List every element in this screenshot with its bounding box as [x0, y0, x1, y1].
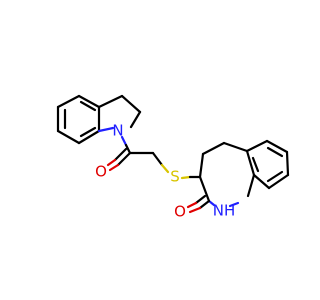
- atom-o-ketone: O: [95, 163, 107, 181]
- bond: [245, 149, 256, 177]
- lactam-carbonyl-double: [194, 194, 207, 205]
- benzazepinone-ring: [186, 141, 256, 214]
- indoline-pyrrolidine-ring: [97, 94, 142, 133]
- bond: [120, 94, 142, 114]
- bond: [246, 173, 256, 198]
- double-bond-inner: [266, 146, 284, 158]
- bond-n-to-carbonyl: [124, 143, 132, 155]
- bond-to-nh: [228, 201, 240, 208]
- nh-label: NH: [213, 202, 236, 220]
- bond-n-to-carbonyl: [120, 135, 128, 147]
- bond: [77, 129, 101, 145]
- bond: [265, 139, 289, 154]
- bond: [129, 110, 142, 129]
- bond: [252, 173, 271, 190]
- bond: [97, 94, 124, 109]
- bond: [267, 173, 290, 190]
- atom-o-lactam: O: [174, 203, 186, 221]
- lactam-carbonyl: [198, 199, 211, 210]
- double-bond-inner: [79, 100, 97, 112]
- carbonyl-double: [106, 158, 117, 167]
- atom-s-thioether: S: [170, 168, 180, 186]
- bond: [245, 139, 269, 153]
- structure-diagram: N O S O NH: [56, 94, 290, 221]
- atom-nh-lactam: NH: [213, 202, 236, 220]
- bond: [222, 141, 249, 153]
- double-bond-inner: [79, 126, 97, 138]
- benzazepine-benzene-ring: [245, 139, 290, 190]
- bond: [198, 175, 211, 203]
- bond: [56, 129, 81, 145]
- molecule-canvas: N O S O NH: [56, 94, 290, 221]
- carbonyl-double: [113, 147, 128, 162]
- bond: [285, 150, 290, 177]
- oxygen-label: O: [174, 203, 186, 221]
- bond: [198, 152, 205, 179]
- bond: [56, 94, 81, 109]
- carbonyl-bond: [116, 151, 132, 167]
- atom-n-indoline: N: [112, 122, 123, 140]
- oxygen-label: O: [95, 163, 107, 181]
- bond-s-ring: [180, 175, 192, 180]
- nitrogen-label: N: [112, 122, 123, 140]
- carbonyl-bond: [108, 163, 120, 172]
- bond-ch2-s: [151, 151, 164, 167]
- lactam-carbonyl: [188, 206, 202, 214]
- double-bond-inner: [251, 156, 260, 173]
- sulfur-label: S: [170, 168, 180, 186]
- bond-ch2-s: [160, 163, 170, 174]
- bond-to-nitrogen: [97, 126, 115, 133]
- bond: [201, 141, 226, 156]
- indoline-benzene-ring: [56, 94, 101, 145]
- lactam-carbonyl-double: [186, 201, 198, 209]
- bond: [77, 94, 101, 109]
- double-bond-inner: [266, 170, 284, 183]
